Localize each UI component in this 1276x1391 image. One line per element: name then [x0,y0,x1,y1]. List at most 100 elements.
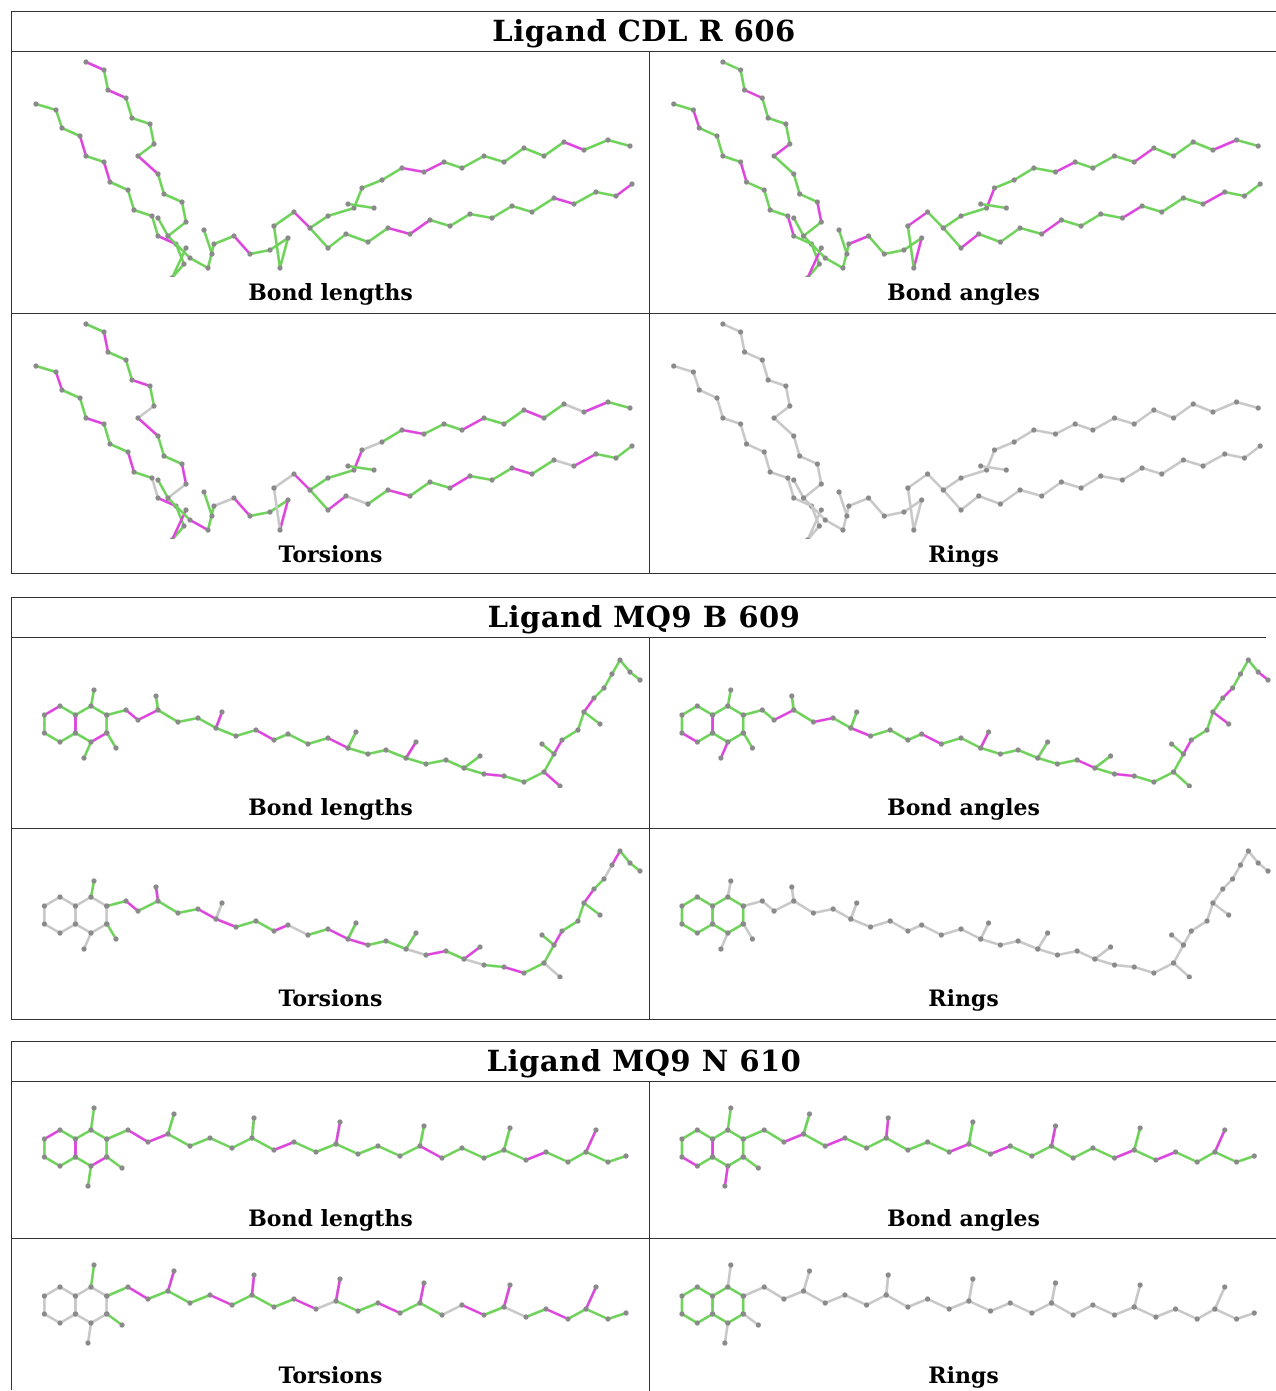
atom [791,233,797,239]
atom [501,1304,507,1310]
atom [740,1136,747,1142]
atom [501,159,507,165]
atom [209,513,215,519]
atom [919,497,925,503]
atom [151,141,157,147]
atom [337,1119,343,1125]
atom [345,463,351,469]
atom [1169,932,1175,938]
atom [1172,1306,1179,1312]
atom [551,195,557,201]
atom [740,903,747,909]
atom [325,245,331,251]
panel-bond-angles: Bond angles [650,52,1276,313]
atom [725,930,731,936]
atom [345,745,351,751]
atom [759,357,765,363]
atom [187,517,193,523]
ligand-title: Ligand MQ9 N 610 [486,1044,802,1078]
atom [169,275,175,277]
atom [801,233,807,239]
title-divider [12,51,1276,52]
column-divider [649,51,650,574]
atom [72,730,79,736]
atom [1222,1127,1228,1133]
atom [343,231,349,237]
atom [209,251,215,257]
atom [1137,1282,1143,1288]
atom [696,125,702,131]
atom [924,1296,931,1302]
atom [441,421,447,427]
atom [423,761,429,767]
atom [846,503,852,509]
atom [285,497,291,503]
atom [249,1292,255,1298]
atom [101,329,107,335]
atom [575,727,581,733]
atom [1131,421,1137,427]
atom [105,87,111,93]
atom [627,405,633,411]
atom [1052,431,1059,437]
atom [901,509,907,515]
atom [88,1320,94,1326]
atom [885,1272,891,1278]
atom [441,159,447,165]
title-divider [12,637,1266,638]
atom [195,906,201,912]
atom [57,1127,63,1133]
atom [987,1151,994,1157]
atom [233,733,239,739]
atom [679,1154,685,1160]
atom [383,938,389,944]
atom [91,1105,97,1111]
atom [1226,721,1232,727]
atom [725,703,731,709]
atom [1131,773,1137,779]
atom [718,946,724,952]
bond [171,523,181,539]
atom [978,463,984,469]
atom [501,773,507,779]
atom [59,125,65,131]
atom [509,203,515,209]
atom [543,1149,549,1155]
atom [755,1165,761,1171]
atom [129,377,135,383]
atom [740,1154,747,1160]
atom [740,1293,747,1299]
bond [275,507,282,532]
atom [413,739,419,745]
atom [231,495,237,501]
panel-bond-lengths: Bond lengths [12,638,649,828]
atom [709,730,716,736]
atom [617,848,623,854]
atom [722,1183,728,1189]
atom [113,745,119,751]
atom [714,133,720,139]
atom [709,921,716,927]
atom [1180,457,1187,463]
atom [195,715,201,721]
atom [1090,1145,1096,1151]
molecule-diagram [41,848,643,979]
atom [1111,415,1118,421]
atom [88,739,94,745]
atom [987,1308,994,1314]
atom [1031,165,1037,171]
atom [905,223,911,229]
atom [1074,757,1080,763]
atom [1257,181,1263,187]
atom [459,1145,465,1151]
atom [865,495,872,501]
row-divider [12,828,1276,829]
atom [123,95,129,101]
atom [201,489,207,495]
atom [761,187,767,193]
atom [805,275,810,277]
atom [728,1105,734,1111]
atom [543,1306,549,1312]
atom [1035,755,1041,761]
atom [353,920,359,926]
